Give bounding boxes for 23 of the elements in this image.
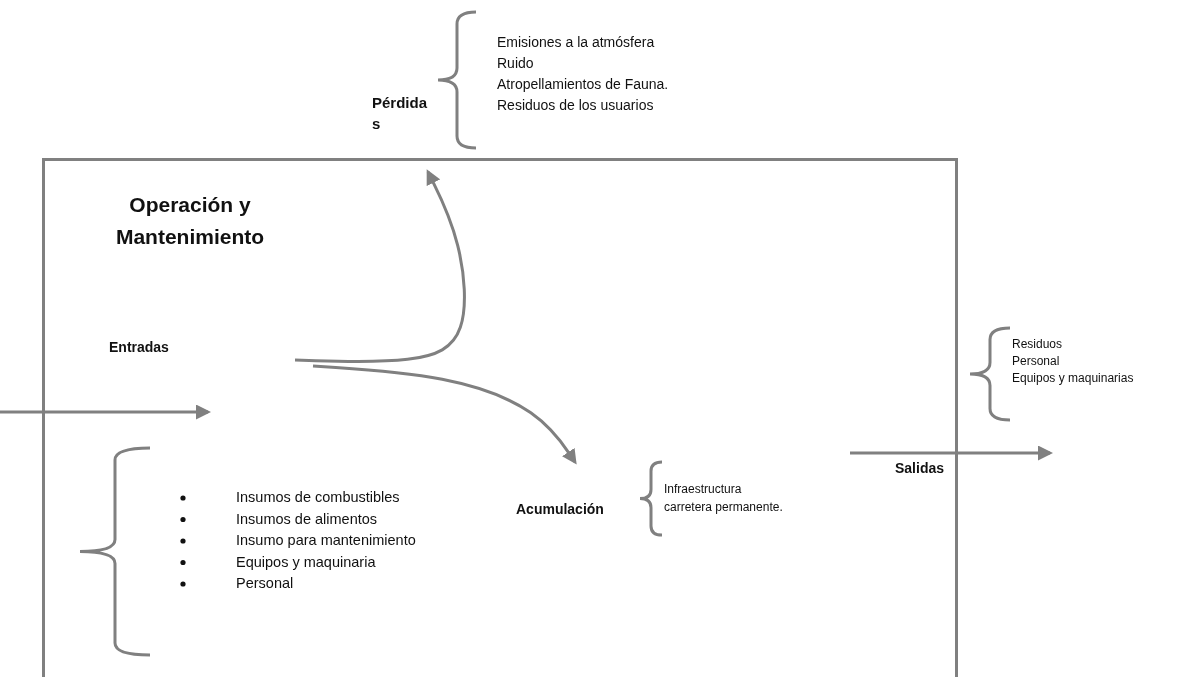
list-item: Infraestructura carretera permanente.: [664, 481, 784, 516]
list-item: Personal: [1012, 353, 1060, 370]
flow-label: Pérdida s: [372, 92, 434, 134]
list-item: Insumo para mantenimiento: [236, 531, 416, 550]
flow-label: Entradas: [109, 338, 173, 356]
flow-arrow: [312, 364, 577, 465]
list-item: Atropellamientos de Fauna.: [497, 75, 669, 94]
frame-title: Operación y Mantenimiento: [114, 192, 266, 250]
list-item: Insumos de combustibles: [236, 488, 400, 507]
list-item: Ruido: [497, 54, 534, 73]
flow-label: Acumulación: [516, 500, 606, 518]
process-frame: [42, 158, 958, 677]
list-item: Personal: [236, 574, 294, 593]
list-item: Insumos de alimentos: [236, 509, 378, 529]
list-item: Equipos y maquinaria: [236, 552, 376, 572]
flow-arrow: [850, 445, 1053, 461]
list-item: Equipos y maquinarias: [1012, 370, 1134, 387]
list-item: Emisiones a la atmósfera: [497, 33, 655, 52]
flow-arrow: [0, 404, 211, 420]
flow-label: Salidas: [895, 459, 953, 477]
list-item: Residuos: [1012, 336, 1063, 353]
flow-arrow: [294, 169, 466, 363]
list-item: Residuos de los usuarios: [497, 96, 654, 115]
